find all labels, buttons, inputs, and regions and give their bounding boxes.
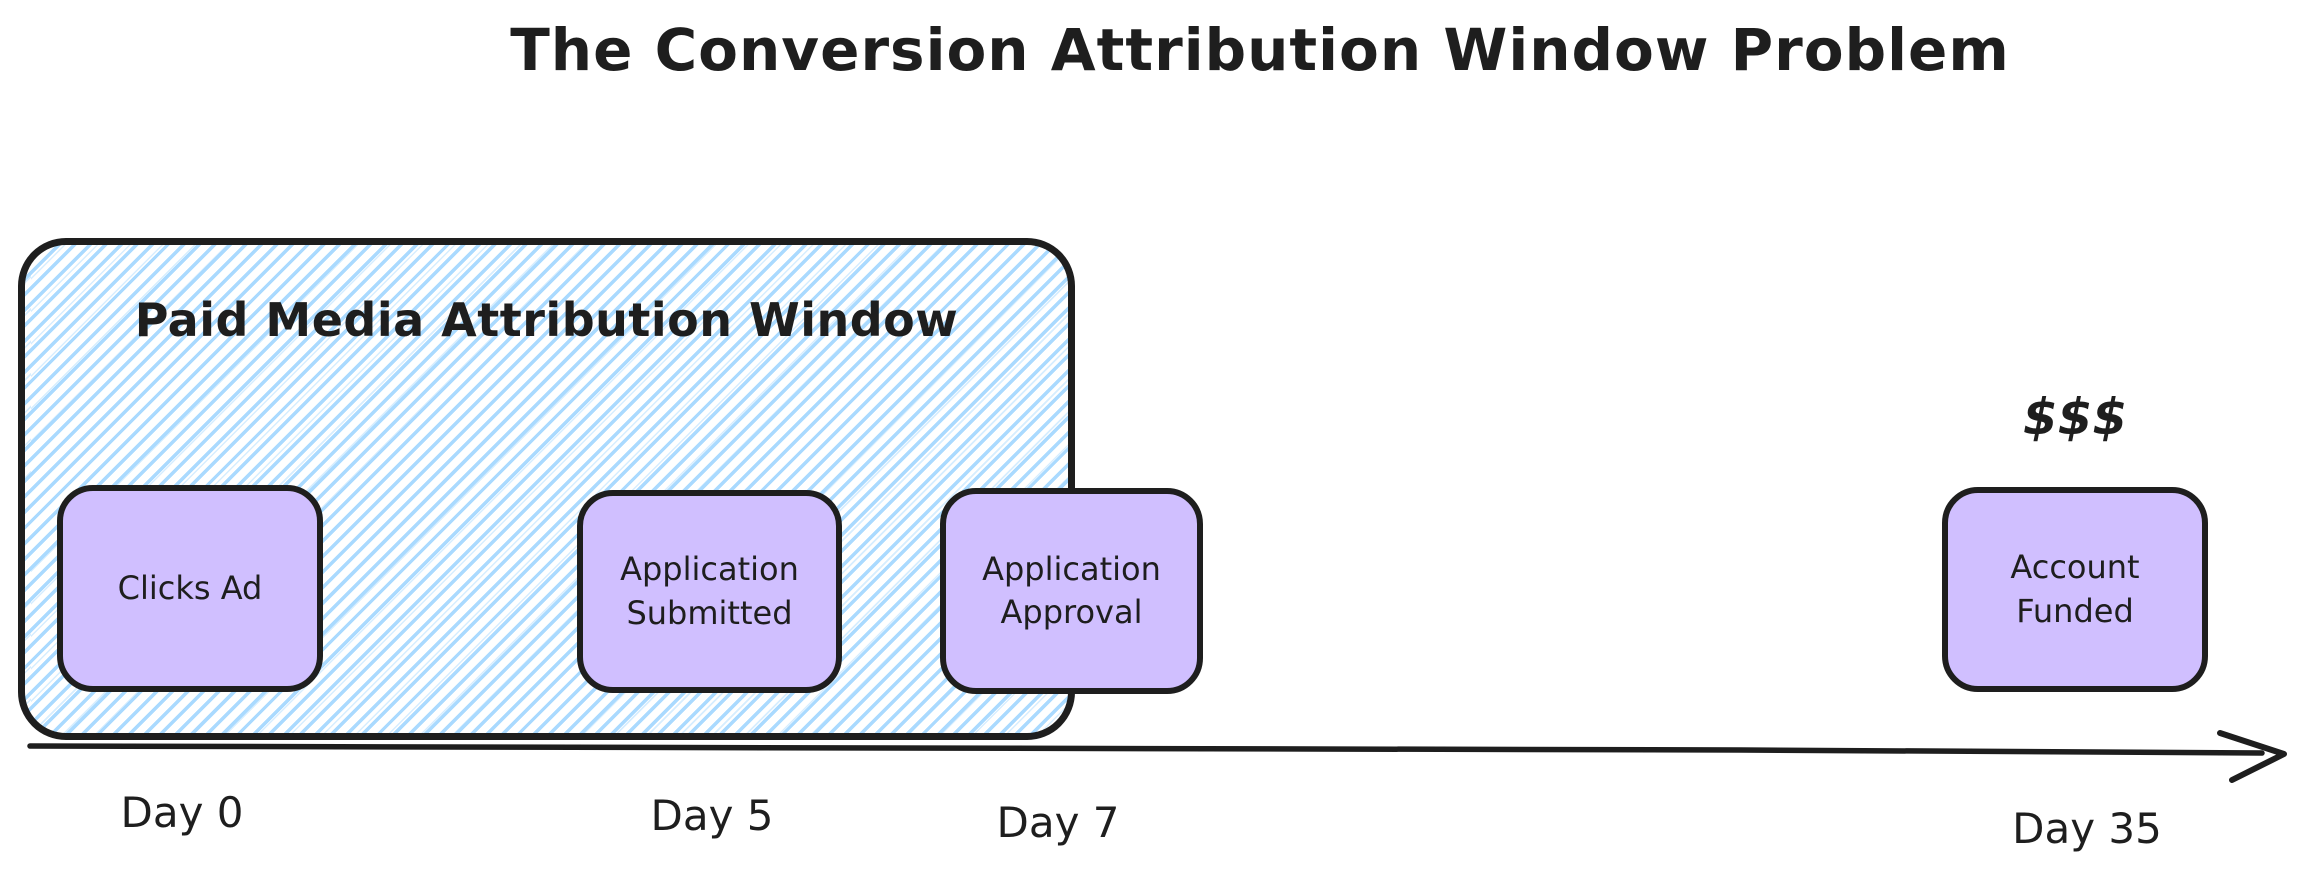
money-annotation: $$$ — [2022, 388, 2128, 446]
timeline-day-5-label: Day 5 — [650, 791, 774, 840]
attribution-window-label: Paid Media Attribution Window — [134, 293, 959, 347]
event-box-application-approval: Application Approval — [940, 488, 1203, 694]
event-box-account-funded: Account Funded — [1942, 487, 2208, 692]
timeline-day-7-label: Day 7 — [996, 798, 1120, 847]
timeline-day-0-label: Day 0 — [120, 788, 244, 837]
timeline-day-35-label: Day 35 — [2012, 804, 2162, 853]
event-box-clicks-ad: Clicks Ad — [57, 485, 323, 692]
event-box-application-submitted: Application Submitted — [577, 490, 842, 693]
diagram-title: The Conversion Attribution Window Proble… — [510, 16, 2010, 84]
